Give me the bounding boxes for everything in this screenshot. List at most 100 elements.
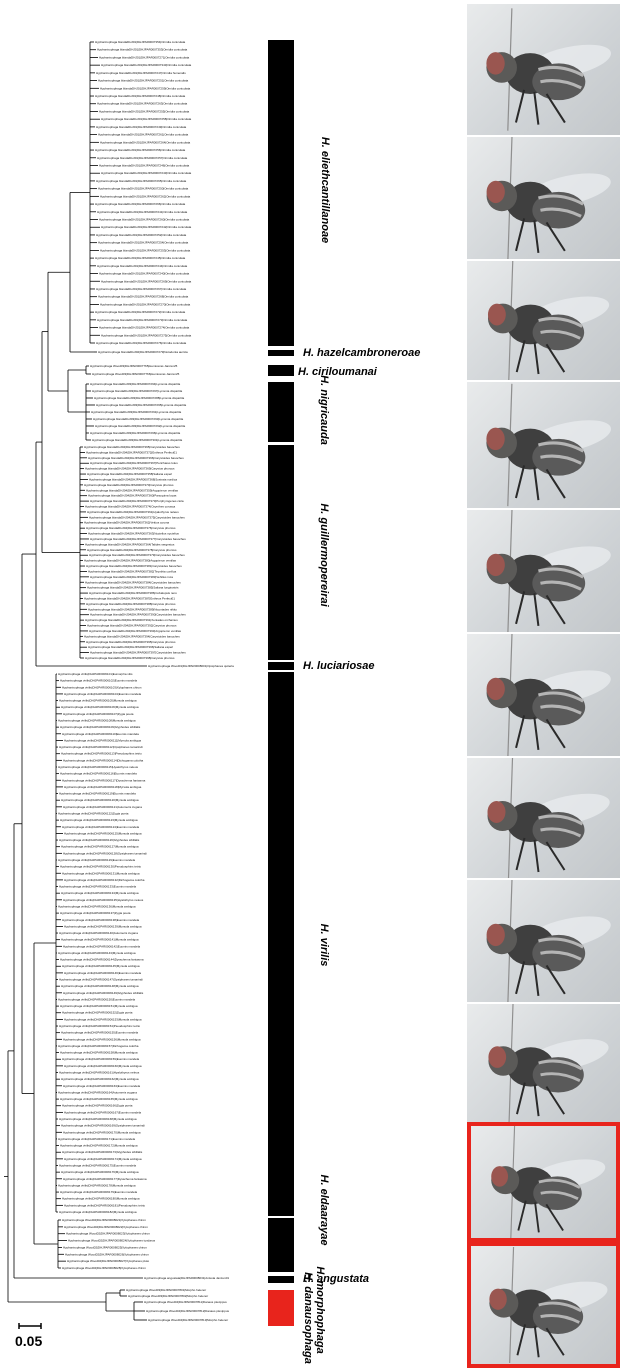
leaf-label: Hyphantrophaga virilis|DHJPAR0006139|Myr… [64, 924, 142, 928]
leaf-label: Hyphantrophaga blandaDHJ01|DHJPAR0007242… [101, 225, 192, 229]
leaf-label: Hyphantrophaga blandaDHJ04|DHJPAR0007370… [84, 483, 174, 487]
leaf-label: Hyphantrophaga blandaDHJ03|DHJPAR0007294… [90, 382, 180, 386]
fly-photo-7 [467, 756, 620, 878]
leaf-label: Hyphantrophaga blandaDHJ04|DHJPAR0007367… [90, 461, 178, 465]
leaf-label: Hyphantrophaga blandaDHJ01|DHJPAR0007270… [100, 302, 191, 306]
leaf-label: Hyphantrophaga virilis|DHJPAR0006148|Myr… [61, 984, 139, 988]
leaf-label: Hyphantrophaga blandaDHJ01|DHJPAR0007246… [99, 163, 190, 167]
leaf-label: Hyphantrophaga blandaDHJ01|DHJPAR0007266… [95, 202, 186, 206]
leaf-label: Hyphantrophaga blandaDHJ01|DHJPAR0007268… [98, 295, 189, 299]
clade-bar [268, 1218, 294, 1272]
leaf-label: Hyphantrophaga virilis|DHJPAR0006166|Zyg… [62, 1104, 133, 1108]
leaf-label: Hyphantrophaga blandaDHJ01|DHJPAR0007273… [97, 318, 188, 322]
leaf-label: Hyphantrophaga blandaDHJ01|DHJPAR0007243… [101, 171, 192, 175]
leaf-label: Hyphantrophaga blandaDHJ01|DHJPAR0007261… [98, 133, 189, 137]
leaf-label: Hyphantrophaga blandaDHJ04|DHJPAR0007368… [89, 477, 177, 481]
leaf-label: Hyphantrophaga blandaDHJ01|DHJPAR0007241… [97, 210, 188, 214]
leaf-label: Hyphantrophaga blandaDHJ04|DHJPAR0007372… [86, 450, 177, 454]
clade-bar [268, 382, 294, 442]
leaf-label: Hyphantrophaga virilis|DHJPAR0006171|Euo… [58, 1137, 135, 1141]
clade-bar [268, 40, 294, 346]
leaf-label: Hyphantrophaga blandaDHJ04|DHJPAR0007386… [89, 591, 177, 595]
leaf-label: Hyphantrophaga Wood02|DHJPAR0008025|Xylo… [63, 1245, 147, 1249]
scale-bar: 0.05 [15, 1323, 42, 1349]
leaf-label: Hyphantrophaga blandaDHJ04|DHJPAR0007390… [90, 613, 186, 617]
leaf-label: Hyphantrophaga blandaDHJ01|DHJPAR0007254… [98, 241, 189, 245]
clade-label: H. ciriloumanai [298, 366, 378, 378]
leaf-label: Hyphantrophaga virilis|DHJPAR0006178|Myr… [58, 1183, 136, 1187]
fly-photo-8 [467, 878, 620, 1002]
leaf-label: Hyphantrophaga virilis|DHJPAR0006168|Myr… [59, 1117, 137, 1121]
leaf-label: Hyphantrophaga blandaDHJ03|DHJPAR0007295… [96, 403, 186, 407]
leaf-label: Hyphantrophaga virilis|DHJPAR0006155|Euo… [61, 1031, 138, 1035]
leaf-label: Hyphantrophaga blandaDHJ03|DHJPAR0007301… [92, 438, 182, 442]
leaf-label: Hyphantrophaga virilis|DHJPAR0006142|Euo… [63, 944, 140, 948]
clade-label: H. nigricauda [318, 375, 330, 445]
leaf-label: Hyphantrophaga blandaDHJ01|DHJPAR0007252… [96, 233, 187, 237]
fly-photo-9 [467, 1002, 620, 1122]
leaf-label: Hyphantrophaga blandaDHJ01|DHJPAR0007269… [101, 279, 192, 283]
leaf-label: Hyphantrophaga virilis|DHJPAR0006162|Myr… [61, 1077, 139, 1081]
leaf-label: Hyphantrophaga virilis|DHJPAR0006135|Hya… [63, 898, 144, 902]
clade-bar [268, 662, 294, 670]
leaf-label: Hyphantrophaga blandaDHJ03|DHJPAR0007296… [90, 431, 180, 435]
leaf-label: Hyphantrophaga virilis|DHJPAR0006141|Myr… [61, 938, 139, 942]
leaf-label: Hyphantrophaga blandaDHJ04|DHJPAR0007387… [84, 596, 175, 600]
leaf-label: Hyphantrophaga Wood03|DHJPAR0007765|Hemi… [90, 364, 178, 368]
leaf-label: Hyphantrophaga virilis|DHJPAR0006181|Pse… [64, 1203, 145, 1207]
leaf-label: Hyphantrophaga Wood02|DHJPAR0008022|Xylo… [64, 1225, 148, 1229]
leaf-label: Hyphantrophaga blandaDHJ04|DHJPAR0007398… [85, 656, 175, 660]
leaf-label: Hyphantrophaga blandaDHJ01|DHJPAR0007274… [99, 326, 190, 330]
leaf-label: Hyphantrophaga blandaDHJ01|DHJPAR0007255… [99, 109, 190, 113]
leaf-label: Hyphantrophaga virilis|DHJPAR0006140|Aut… [59, 931, 138, 935]
leaf-label: Hyphantrophaga virilis|DHJPAR0006165|Myr… [60, 1097, 138, 1101]
leaf-label: Hyphantrophaga blandaDHJ04|DHJPAR0007373… [90, 499, 184, 503]
leaf-label: Hyphantrophaga virilis|DHJPAR0006150|Euo… [58, 997, 135, 1001]
leaf-label: Hyphantrophaga blandaDHJ02|DHJPAR0007279… [98, 350, 188, 354]
fly-photo-1 [467, 2, 620, 135]
clade-bar [268, 1276, 294, 1283]
leaf-label: Hyphantrophaga virilis|DHJPAR0006143|Myr… [58, 951, 136, 955]
leaf-label: Hyphantrophaga Wood02|DHJPAR0008021|Xylo… [62, 1218, 146, 1222]
leaf-label: Hyphantrophaga virilis|DHJPAR0006108|Myr… [58, 718, 136, 722]
leaf-label: Hyphantrophaga virilis|DHJPAR0006177|Dys… [63, 1177, 147, 1181]
leaf-label: Hyphantrophaga blandaDHJ01|DHJPAR0007271… [99, 55, 190, 59]
leaf-label: Hyphantrophaga virilis|DHJPAR0006116|Euo… [60, 772, 137, 776]
leaf-label: Hyphantrophaga virilis|DHJPAR0006118|Myr… [64, 785, 142, 789]
leaf-label: Hyphantrophaga virilis|DHJPAR0006109|Gly… [60, 725, 141, 729]
leaf-label: Hyphantrophaga blandaDHJ04|DHJPAR0007384… [85, 580, 181, 584]
leaf-label: Hyphantrophaga Wood02|DHJPAR0008026|Xylo… [65, 1252, 149, 1256]
leaf-label: Hyphantrophaga blandaDHJ01|DHJPAR0007264… [100, 140, 191, 144]
leaf-label: Hyphantrophaga blandaDHJ04|DHJPAR0007383… [90, 575, 173, 579]
leaf-label: Hyphantrophaga virilis|DHJPAR0006129|Euo… [58, 858, 135, 862]
leaf-label: Hyphantrophaga virilis|DHJPAR0006149|Gly… [63, 991, 144, 995]
clade-labels: H. eliethcantillanoaeH. hazelcambroneroa… [298, 137, 420, 1364]
leaf-label: Hyphantrophaga blandaDHJ04|DHJPAR0007391… [85, 618, 178, 622]
phylogenetic-tree: Hyphantrophaga blandaDHJ01|DHJPAR0007354… [0, 0, 465, 1370]
leaf-label: Hyphantrophaga blandaDHJ01|DHJPAR0007248… [95, 94, 186, 98]
leaf-label: Hyphantrophaga virilis|DHJPAR0006173|Gly… [62, 1150, 143, 1154]
leaf-label: Hyphantrophaga virilis|DHJPAR0006107|Zyg… [63, 712, 134, 716]
scale-bar-label: 0.05 [15, 1333, 42, 1349]
leaf-label: Hyphantrophaga blandaDHJ04|DHJPAR0007392… [87, 624, 177, 628]
leaf-label: Hyphantrophaga blandaDHJ01|DHJPAR0007262… [100, 194, 191, 198]
leaf-label: Hyphantrophaga Wood02|DHJPAR0008028|Xylo… [62, 1266, 146, 1270]
leaf-label: Hyphantrophaga blandaDHJ01|DHJPAR0007244… [97, 264, 188, 268]
leaf-label: Hyphantrophaga virilis|DHJPAR0006179|Euo… [60, 1190, 137, 1194]
leaf-label: Hyphantrophaga virilis|DHJPAR0006151|Myr… [60, 1004, 138, 1008]
leaf-label: Hyphantrophaga virilis|DHJPAR0006104|Euo… [64, 692, 141, 696]
leaf-label: Hyphantrophaga Wood02|DHJPAR0008027|Xylo… [67, 1259, 150, 1263]
leaf-label: Hyphantrophaga blandaDHJ03|DHJPAR0007293… [93, 417, 183, 421]
leaf-label: Hyphantrophaga virilis|DHJPAR0006182|Myr… [59, 1210, 137, 1214]
leaf-label: Hyphantrophaga Wood03|DHJPAR0007766|Hemi… [92, 372, 180, 376]
leaf-label: Hyphantrophaga virilis|DHJPAR0006120|Myr… [61, 798, 139, 802]
leaf-label: Hyphantrophaga blandaDHJ04|DHJPAR0007381… [86, 564, 182, 568]
leaf-label: Hyphantrophaga virilis|DHJPAR0006157|Dic… [58, 1044, 139, 1048]
leaf-label: Hyphantrophaga Wood04|DHJPAR0007812|Dana… [146, 1309, 230, 1313]
leaf-label: Hyphantrophaga virilis|DHJPAR0006101|Eum… [58, 672, 133, 676]
leaf-label: Hyphantrophaga virilis|DHJPAR0006147|Ops… [59, 978, 143, 982]
fly-photo-5 [467, 508, 620, 632]
leaf-label: Hyphantrophaga virilis|DHJPAR0006102|Euo… [60, 679, 137, 683]
leaf-label: Hyphantrophaga blandaDHJ01|DHJPAR0007249… [96, 125, 187, 129]
leaf-label: Hyphantrophaga virilis|DHJPAR0006159|Euo… [62, 1057, 139, 1061]
